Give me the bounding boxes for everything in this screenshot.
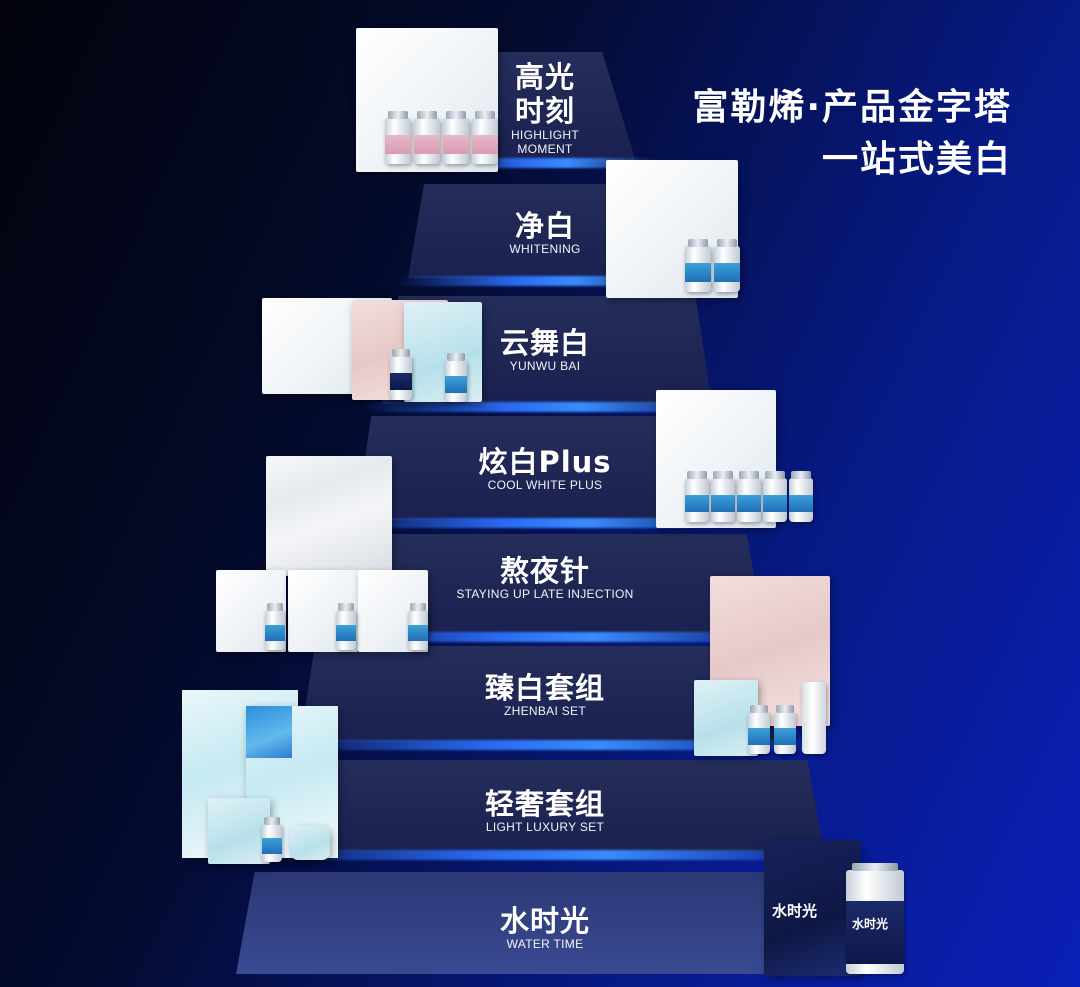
tier-8-water-time (236, 872, 856, 974)
tier-label-whitening: 净白 WHITENING (465, 210, 625, 256)
tier-title: 炫白Plus (478, 445, 612, 479)
tier-subtitle: STAYING UP LATE INJECTION (456, 587, 634, 601)
tier-divider-glow (300, 632, 790, 642)
tier-label-water-time: 水时光 WATER TIME (445, 905, 645, 951)
tier-title: 净白 (514, 209, 575, 243)
tier-divider-glow (240, 850, 850, 860)
tier-subtitle: HIGHLIGHT (510, 128, 580, 142)
page-heading: 富勒烯·产品金字塔 一站式美白 (692, 82, 1012, 186)
tier-divider-glow (430, 158, 660, 168)
tier-label-light-luxury-set: 轻奢套组 LIGHT LUXURY SET (445, 788, 645, 834)
tier-title: 熬夜针 (499, 554, 590, 588)
tier-7-light-luxury-set (268, 760, 824, 852)
tier-title: 轻奢套组 (484, 787, 605, 821)
tier-divider-glow (395, 276, 695, 286)
tier-subtitle: COOL WHITE PLUS (487, 478, 603, 492)
tier-divider-glow (360, 402, 730, 412)
tier-title: 云舞白 (499, 326, 590, 360)
heading-line-2: 一站式美白 (821, 139, 1012, 180)
tier-label-highlight-moment: 高光 时刻 HIGHLIGHT MOMENT (485, 60, 605, 156)
tier-label-cool-white-plus: 炫白Plus COOL WHITE PLUS (445, 446, 645, 492)
tier-subtitle: WHITENING (509, 242, 581, 256)
tier-subtitle: WATER TIME (506, 937, 584, 951)
heading-line-1: 富勒烯·产品金字塔 (692, 87, 1012, 128)
tier-subtitle: MOMENT (517, 142, 573, 156)
tier-divider-glow (330, 518, 760, 528)
product-box-label: 水时光 (772, 902, 818, 920)
tier-subtitle: LIGHT LUXURY SET (485, 820, 605, 834)
tier-title: 水时光 (499, 904, 590, 938)
tier-title: 高光 (514, 60, 575, 94)
tier-subtitle: YUNWU BAI (509, 359, 581, 373)
tier-label-yunwu-bai: 云舞白 YUNWU BAI (455, 327, 635, 373)
tier-title: 臻白套组 (484, 671, 605, 705)
tier-label-zhenbai-set: 臻白套组 ZHENBAI SET (445, 672, 645, 718)
product-vial-label: 水时光 (852, 917, 889, 932)
tier-label-staying-up-late-injection: 熬夜针 STAYING UP LATE INJECTION (420, 555, 670, 601)
tier-divider-glow (270, 740, 820, 750)
tier-title: 时刻 (514, 94, 575, 128)
tier-subtitle: ZHENBAI SET (504, 704, 586, 718)
